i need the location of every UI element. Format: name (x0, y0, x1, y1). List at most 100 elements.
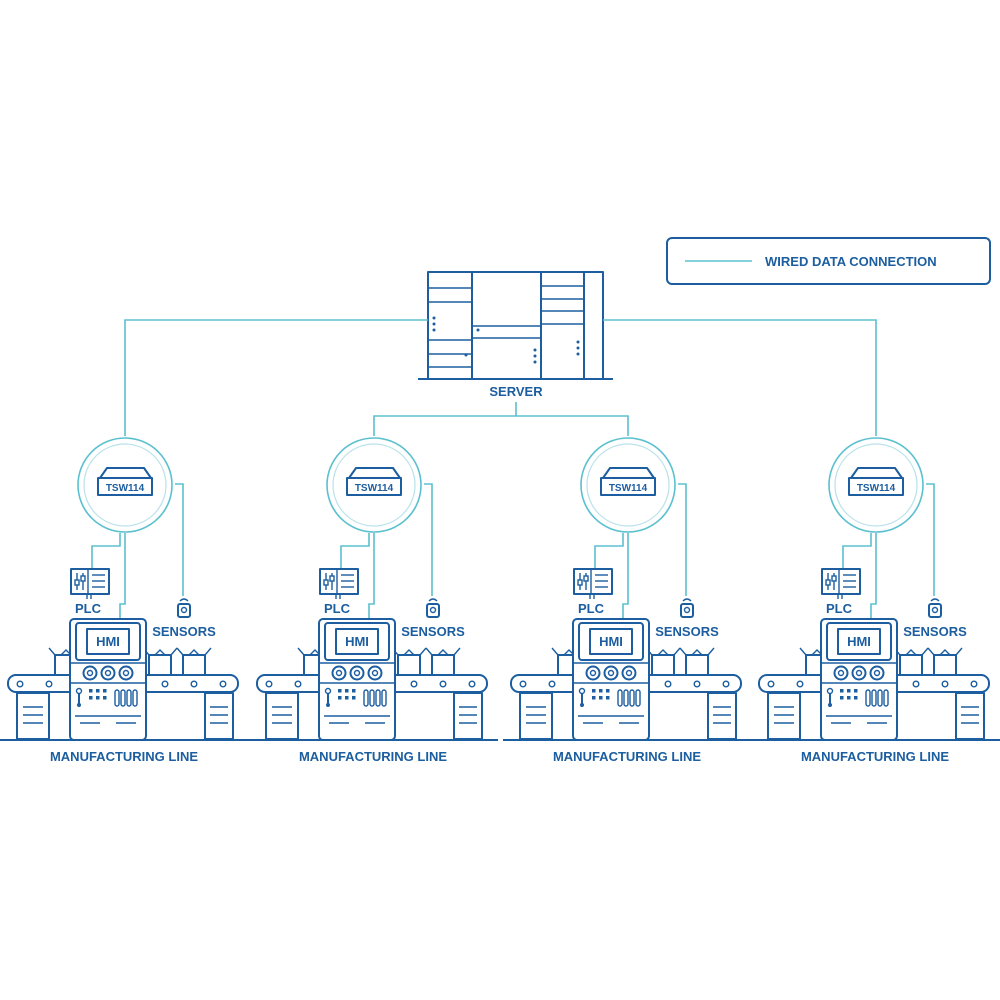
legend-label: WIRED DATA CONNECTION (765, 254, 937, 269)
sensor-icon (680, 598, 694, 618)
hmi-screen (589, 628, 633, 655)
plc-label: PLC (324, 601, 351, 616)
hmi-label: HMI (345, 634, 369, 649)
product-box (927, 647, 963, 676)
plc: PLC (319, 568, 359, 616)
sensors-label: SENSORS (655, 624, 719, 639)
manufacturing-machine: HMI (751, 618, 1000, 741)
product-box (893, 647, 929, 676)
hmi-frame (578, 622, 644, 661)
router-label: TSW114 (106, 483, 145, 494)
sensors: SENSORS (655, 598, 719, 639)
manufacturing-line-label: MANUFACTURING LINE (299, 749, 447, 764)
router: TSW114 (326, 437, 422, 533)
server: SERVER (418, 271, 613, 399)
sensor-icon (928, 598, 942, 618)
hmi-label: HMI (599, 634, 623, 649)
dial-icon (82, 665, 98, 681)
hmi-label: HMI (847, 634, 871, 649)
dial-icon (367, 665, 383, 681)
dial-icon (100, 665, 116, 681)
dial-icon (585, 665, 601, 681)
sensors-label: SENSORS (903, 624, 967, 639)
router-label: TSW114 (609, 483, 648, 494)
router-ring (326, 437, 422, 533)
hmi-frame (75, 622, 141, 661)
cell-connections (594, 483, 687, 622)
hmi: HMI (324, 622, 390, 661)
dial-icon (603, 665, 619, 681)
dial-icon (621, 665, 637, 681)
plc: PLC (573, 568, 613, 616)
server-icon (418, 271, 613, 380)
router: TSW114 (828, 437, 924, 533)
plc-icon (319, 568, 359, 599)
product-box (176, 647, 212, 676)
dial-icon (118, 665, 134, 681)
router-ring (77, 437, 173, 533)
manufacturing-machine: HMI (503, 618, 752, 741)
sensors: SENSORS (903, 598, 967, 639)
plc: PLC (821, 568, 861, 616)
sensors-label: SENSORS (401, 624, 465, 639)
switch-icon (346, 467, 402, 496)
plc-icon (573, 568, 613, 599)
hmi: HMI (578, 622, 644, 661)
manufacturing-line-label: MANUFACTURING LINE (801, 749, 949, 764)
product-box (391, 647, 427, 676)
server-connections (124, 319, 877, 436)
plc-label: PLC (826, 601, 853, 616)
product-box (679, 647, 715, 676)
dial-icon (869, 665, 885, 681)
plc: PLC (70, 568, 110, 616)
sensor-icon (426, 598, 440, 618)
dial-icon (833, 665, 849, 681)
hmi: HMI (826, 622, 892, 661)
router: TSW114 (77, 437, 173, 533)
server-label: SERVER (489, 384, 543, 399)
manufacturing-line-label: MANUFACTURING LINE (553, 749, 701, 764)
switch-icon (848, 467, 904, 496)
product-box (142, 647, 178, 676)
manufacturing-machine: HMI (249, 618, 498, 741)
plc-label: PLC (578, 601, 605, 616)
switch-icon (600, 467, 656, 496)
switch-icon (97, 467, 153, 496)
sensors: SENSORS (152, 598, 216, 639)
cell-connections (340, 483, 433, 622)
hmi-label: HMI (96, 634, 120, 649)
legend: WIRED DATA CONNECTION (666, 237, 991, 285)
hmi-screen (86, 628, 130, 655)
dial-icon (331, 665, 347, 681)
hmi-frame (324, 622, 390, 661)
sensors: SENSORS (401, 598, 465, 639)
hmi: HMI (75, 622, 141, 661)
product-box (645, 647, 681, 676)
conveyor-belt (256, 647, 488, 740)
sensors-label: SENSORS (152, 624, 216, 639)
router: TSW114 (580, 437, 676, 533)
router-label: TSW114 (355, 483, 394, 494)
plc-icon (821, 568, 861, 599)
legend-box (666, 237, 991, 285)
manufacturing-line-label: MANUFACTURING LINE (50, 749, 198, 764)
router-label: TSW114 (857, 483, 896, 494)
dial-icon (851, 665, 867, 681)
manufacturing-machine: HMI (0, 618, 249, 741)
hmi-screen (335, 628, 379, 655)
router-ring (828, 437, 924, 533)
plc-icon (70, 568, 110, 599)
dial-icon (349, 665, 365, 681)
router-ring (580, 437, 676, 533)
plc-label: PLC (75, 601, 102, 616)
hmi-screen (837, 628, 881, 655)
cell-connections (842, 483, 935, 622)
hmi-frame (826, 622, 892, 661)
sensor-icon (177, 598, 191, 618)
